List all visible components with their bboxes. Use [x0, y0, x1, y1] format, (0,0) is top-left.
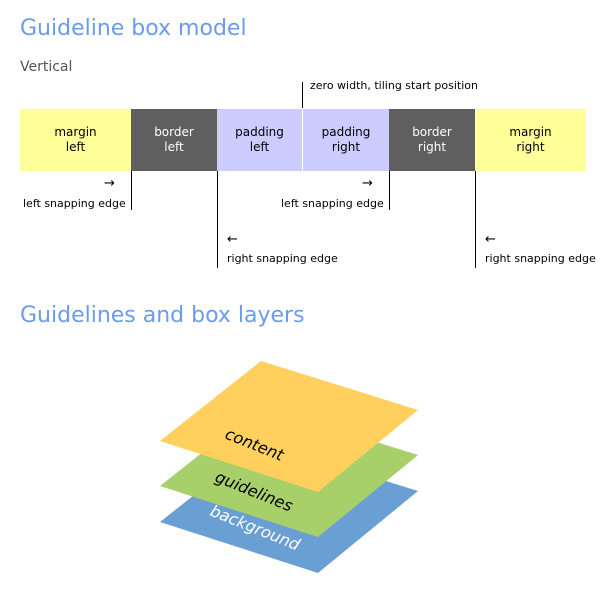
left-snapping-edge-label-2: left snapping edge — [281, 197, 384, 210]
padding-right-segment: padding right — [303, 109, 389, 171]
tiling-start-marker — [302, 82, 303, 108]
right-snapping-edge-label-1: right snapping edge — [227, 252, 338, 265]
right-arrow-icon: → — [104, 176, 115, 191]
padding-left-segment: padding left — [217, 109, 302, 171]
padding-divider — [302, 109, 303, 171]
left-arrow-icon: ← — [485, 232, 496, 247]
right-snapping-edge-label-2: right snapping edge — [485, 252, 596, 265]
tiling-start-note: zero width, tiling start position — [310, 79, 478, 92]
right-arrow-icon: → — [362, 176, 373, 191]
left-snapping-edge-line-2 — [389, 171, 390, 210]
border-right-segment: border right — [389, 109, 475, 171]
margin-right-segment: margin right — [475, 109, 586, 171]
orientation-subtitle: Vertical — [20, 59, 73, 75]
left-snapping-edge-line-1 — [131, 171, 132, 210]
layers-title: Guidelines and box layers — [20, 303, 305, 328]
right-snapping-edge-line-2 — [475, 171, 476, 268]
left-arrow-icon: ← — [227, 232, 238, 247]
page-title: Guideline box model — [20, 16, 247, 41]
left-snapping-edge-label-1: left snapping edge — [23, 197, 126, 210]
right-snapping-edge-line-1 — [217, 171, 218, 268]
content-layer — [160, 361, 418, 492]
margin-left-segment: margin left — [20, 109, 131, 171]
border-left-segment: border left — [131, 109, 217, 171]
